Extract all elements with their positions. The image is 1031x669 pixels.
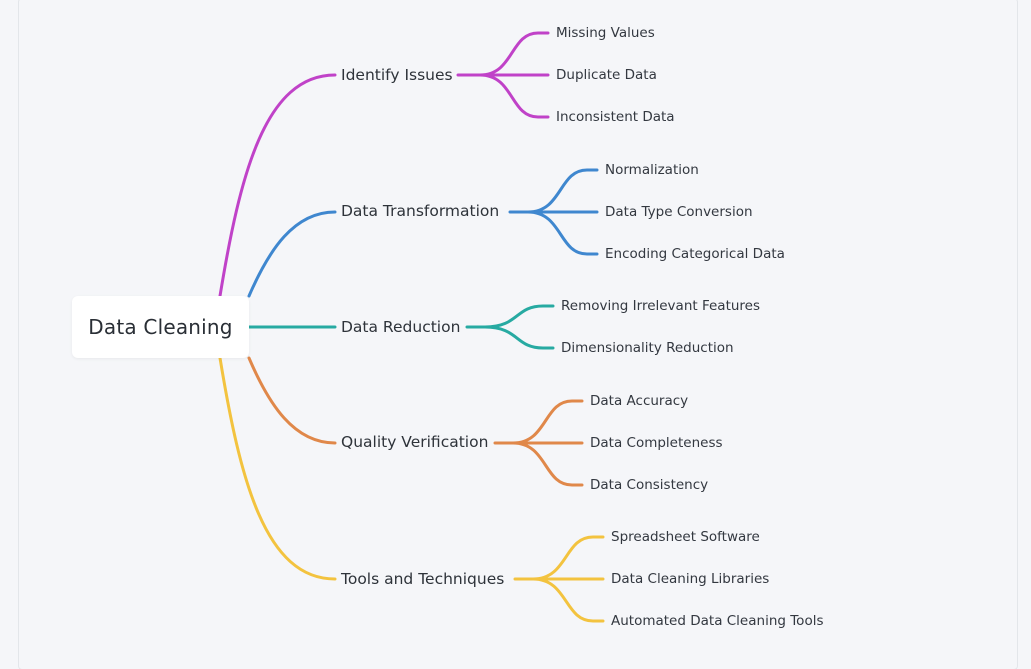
leaf-data-consistency[interactable]: Data Consistency <box>590 477 709 493</box>
connector-quality-verification-leaf-1 <box>511 399 584 445</box>
leaf-encoding-categorical-data[interactable]: Encoding Categorical Data <box>605 246 785 262</box>
leaf-removing-irrelevant-features[interactable]: Removing Irrelevant Features <box>561 298 761 314</box>
connector-data-reduction-leaf-2 <box>483 325 555 350</box>
branch-data-transformation[interactable]: Data Transformation <box>341 202 500 220</box>
leaf-missing-values[interactable]: Missing Values <box>556 25 655 41</box>
connector-tools-and-techniques-leaf-3 <box>531 577 605 623</box>
leaf-data-accuracy[interactable]: Data Accuracy <box>590 393 689 409</box>
connector-root-data-transformation <box>247 210 337 298</box>
root-node-label: Data Cleaning <box>88 315 233 339</box>
branch-identify-issues[interactable]: Identify Issues <box>341 66 453 84</box>
connector-root-tools-and-techniques <box>218 356 337 581</box>
connector-root-quality-verification <box>247 356 337 445</box>
connector-quality-verification-leaf-3 <box>511 441 584 487</box>
branch-quality-verification[interactable]: Quality Verification <box>341 433 489 451</box>
connector-data-transformation-leaf-3 <box>526 210 599 256</box>
leaf-spreadsheet-software[interactable]: Spreadsheet Software <box>611 529 760 545</box>
branch-data-reduction[interactable]: Data Reduction <box>341 318 461 336</box>
connector-tools-and-techniques-leaf-1 <box>531 535 605 581</box>
leaf-data-cleaning-libraries[interactable]: Data Cleaning Libraries <box>611 571 770 587</box>
connector-root-identify-issues <box>218 73 337 298</box>
leaf-dimensionality-reduction[interactable]: Dimensionality Reduction <box>561 340 734 356</box>
connector-data-reduction-leaf-1 <box>483 304 555 329</box>
leaf-duplicate-data[interactable]: Duplicate Data <box>556 67 657 83</box>
leaf-inconsistent-data[interactable]: Inconsistent Data <box>556 109 675 125</box>
connector-identify-issues-leaf-1 <box>478 31 550 77</box>
leaf-normalization[interactable]: Normalization <box>605 162 699 178</box>
connector-data-transformation-leaf-1 <box>526 168 599 214</box>
leaf-data-completeness[interactable]: Data Completeness <box>590 435 723 451</box>
root-node[interactable]: Data Cleaning <box>72 296 249 358</box>
connector-identify-issues-leaf-3 <box>478 73 550 119</box>
leaf-automated-data-cleaning-tools[interactable]: Automated Data Cleaning Tools <box>611 613 824 629</box>
leaf-data-type-conversion[interactable]: Data Type Conversion <box>605 204 753 220</box>
branch-tools-and-techniques[interactable]: Tools and Techniques <box>341 570 505 588</box>
